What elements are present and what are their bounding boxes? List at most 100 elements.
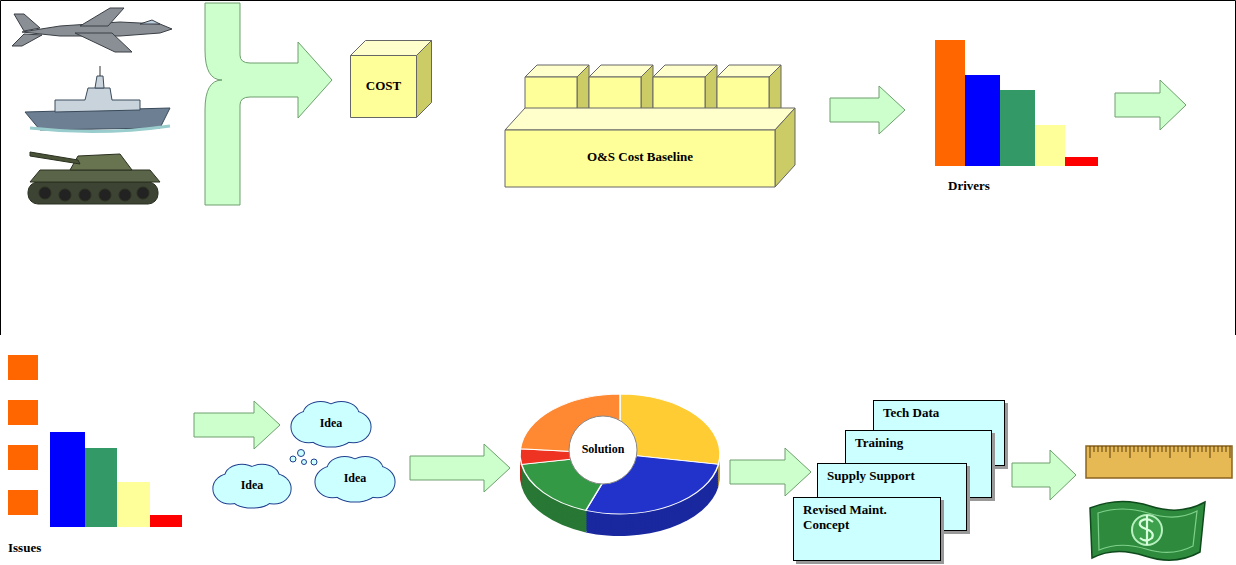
chart-bar: [965, 75, 1000, 166]
ruler-tick: [1194, 446, 1195, 452]
ruler-tick: [1158, 446, 1159, 452]
text-holder: Drivers: [948, 172, 1105, 200]
node-label: Idea: [344, 472, 367, 486]
flow-arrow: [410, 444, 510, 492]
node-shape: [515, 382, 725, 547]
ship-icon: [25, 66, 170, 132]
block-arrow: [1012, 450, 1076, 500]
ruler-tick: [1114, 446, 1115, 452]
ruler-tick: [1094, 446, 1095, 452]
money-icon: [1090, 501, 1205, 560]
ruler-tick: [1214, 446, 1215, 452]
block-top: [505, 108, 795, 130]
ruler-tick: [1198, 446, 1199, 452]
ruler-tick: [1102, 446, 1103, 452]
ruler-tick: [1122, 446, 1123, 452]
ruler-tick: [1118, 446, 1119, 452]
node-label: Supply Support: [827, 469, 915, 484]
merge-arrow: [205, 3, 332, 205]
text-holder: Idea: [288, 400, 374, 448]
issue-square: [8, 490, 38, 515]
tank-icon: [28, 152, 160, 204]
solution-pie: Solution: [515, 382, 725, 547]
ruler-tick: [1166, 446, 1167, 452]
cube-side: [417, 41, 432, 118]
issue-square: [8, 400, 38, 425]
issue-square: [8, 445, 38, 470]
baseline-block: O&S Cost Baseline: [500, 40, 800, 187]
idea-cloud: Idea: [312, 455, 398, 503]
ruler-tick: [1202, 446, 1203, 452]
node-shape: [930, 35, 1105, 200]
sheet-body: [794, 498, 941, 561]
ruler-tick: [1106, 446, 1107, 452]
ruler-tick: [1134, 446, 1135, 452]
chart-bar: [150, 515, 182, 527]
ruler-tick: [1226, 446, 1227, 452]
text-holder: Issues: [8, 534, 186, 562]
ruler-tick: [1218, 446, 1219, 452]
node-shape: [500, 40, 800, 187]
ruler-tick: [1186, 446, 1187, 452]
ruler-tick: [1142, 446, 1143, 452]
document-sheet: Revised Maint. Concept: [793, 497, 941, 561]
text-holder: O&S Cost Baseline: [505, 130, 775, 185]
thought-bubbles: [290, 450, 317, 466]
node-label: Issues: [8, 541, 41, 556]
text-holder: Solution: [567, 432, 639, 468]
flow-arrow: [730, 448, 811, 496]
ruler-tick: [1090, 446, 1091, 458]
ruler-tick: [1162, 446, 1163, 452]
node-label: Revised Maint. Concept: [803, 503, 931, 533]
ruler-tick: [1206, 446, 1207, 452]
flow-arrow: [830, 86, 905, 134]
ruler-tick: [1174, 446, 1175, 452]
ruler-tick: [1138, 446, 1139, 452]
cost-cube: COST: [350, 40, 432, 118]
ruler-tick: [1098, 446, 1099, 452]
pie-layer: [520, 394, 720, 514]
chart-bar: [117, 482, 150, 527]
ruler-tick: [1126, 446, 1127, 452]
ruler-tick: [1110, 446, 1111, 458]
node-label: Training: [855, 436, 903, 451]
ruler-tick: [1182, 446, 1183, 452]
idea-cloud: Idea: [288, 400, 374, 448]
chart-bar: [1000, 90, 1035, 166]
ruler-icon: [1086, 446, 1232, 478]
text-holder: Idea: [312, 455, 398, 503]
idea-cloud: Idea: [210, 463, 294, 509]
ruler-tick: [1190, 446, 1191, 458]
ruler-tick: [1154, 446, 1155, 452]
node-label: Tech Data: [883, 406, 939, 421]
chart-bar: [50, 432, 85, 527]
ruler-tick: [1210, 446, 1211, 458]
jet-icon: [12, 8, 172, 52]
block-front: [505, 130, 775, 187]
chart-bar: [1035, 125, 1065, 166]
text-holder: Idea: [210, 463, 294, 509]
node-label: O&S Cost Baseline: [587, 150, 693, 165]
ruler-tick: [1222, 446, 1223, 452]
chart-bar: [85, 448, 117, 527]
frame: [1, 1, 1236, 336]
ruler-tick: [1146, 446, 1147, 452]
chart-bar: [935, 40, 965, 166]
node-label: Solution: [582, 443, 625, 457]
node-label: COST: [366, 79, 401, 94]
node-label: Idea: [320, 417, 343, 431]
ruler-tick: [1130, 446, 1131, 458]
text-holder: Revised Maint. Concept: [803, 503, 931, 555]
pie-center: [569, 416, 637, 484]
ruler-tick: [1150, 446, 1151, 458]
text-holder: COST: [350, 55, 417, 118]
node-shape: [4, 350, 186, 562]
block-arrow: [1115, 80, 1186, 130]
node-label: Idea: [241, 479, 264, 493]
ruler-tick: [1230, 446, 1231, 458]
driver-chart: Drivers: [930, 35, 1105, 200]
block-side: [775, 108, 795, 187]
issue-square: [8, 355, 38, 380]
cube-front: [351, 56, 417, 118]
